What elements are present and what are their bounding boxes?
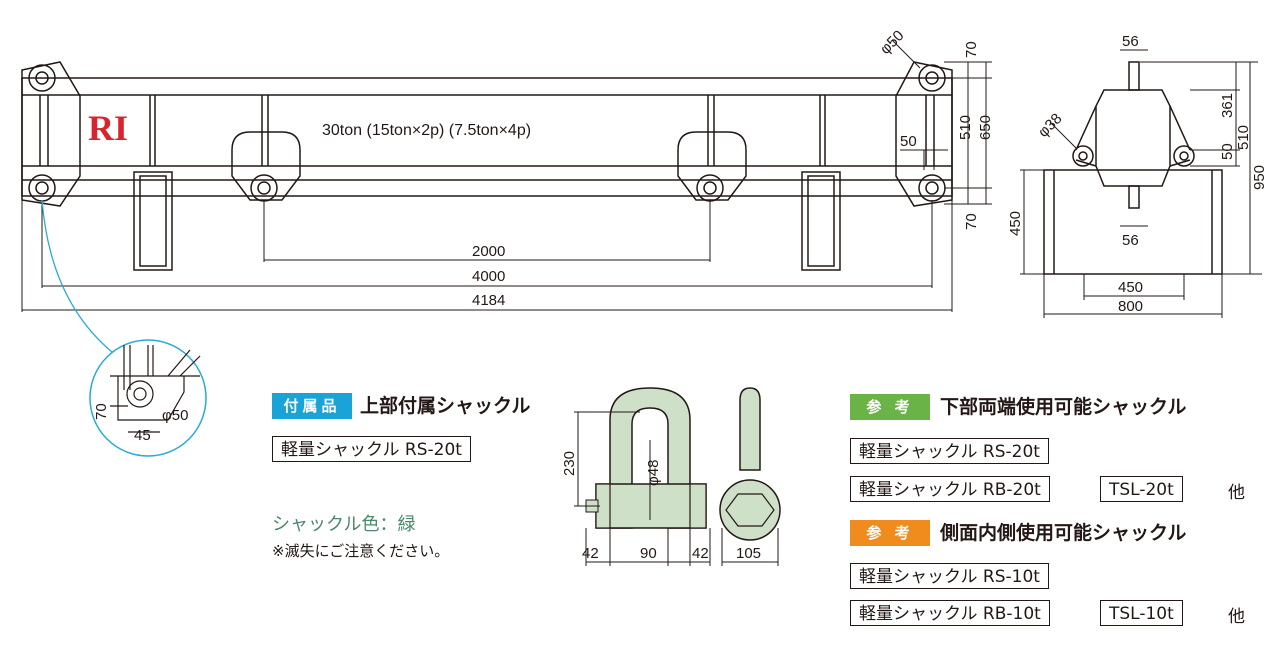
dim-650: 650: [977, 115, 994, 140]
shackle-color-note: シャックル色：緑: [272, 514, 416, 535]
accessory-item: 軽量シャックル RS-20t: [272, 436, 471, 462]
dim-105: 105: [736, 545, 761, 562]
dim-50-main: 50: [900, 133, 917, 150]
dim-phi48: φ48: [645, 460, 662, 486]
dim-42-right: 42: [692, 545, 709, 562]
ref-bottom-item-1: 軽量シャックル RS-20t: [850, 438, 1049, 464]
dim-4000: 4000: [472, 268, 505, 285]
ref-side-item-2: 軽量シャックル RB-10t: [850, 600, 1050, 626]
side-dimension-lines: [1020, 49, 1262, 318]
shackle-side-view: [719, 387, 781, 566]
dim-50-side: 50: [1219, 143, 1236, 160]
beam-main-view: [21, 61, 953, 271]
dim-90: 90: [640, 545, 657, 562]
ref-bottom-item-3: TSL-20t: [1100, 476, 1183, 502]
dim-42-left: 42: [582, 545, 599, 562]
ref-bottom-item-2: 軽量シャックル RB-20t: [850, 476, 1050, 502]
dim-361: 361: [1219, 93, 1236, 118]
dim-450-bottom: 450: [1118, 279, 1143, 296]
dim-45-detail: 45: [134, 427, 151, 444]
dim-70-top: 70: [963, 41, 980, 58]
dim-800: 800: [1118, 298, 1143, 315]
ref-bottom-tag: 参 考: [850, 394, 930, 420]
main-dimension-lines: [21, 39, 992, 312]
dim-70-detail: 70: [93, 403, 110, 420]
ref-side-heading: 側面内側使用可能シャックル: [940, 522, 1187, 544]
shackle-dimension-lines: [574, 411, 711, 566]
dim-2000: 2000: [472, 243, 505, 260]
side-view: [1043, 61, 1223, 275]
ref-side-other: 他: [1228, 607, 1245, 627]
dim-phi38: φ38: [1035, 110, 1066, 141]
dim-950: 950: [1251, 165, 1268, 190]
ri-logo: RI: [88, 108, 128, 148]
ref-side-tag: 参 考: [850, 520, 930, 546]
dim-phi50-detail: φ50: [162, 407, 188, 424]
dim-510-side: 510: [1235, 125, 1252, 150]
ref-bottom-heading: 下部両端使用可能シャックル: [940, 396, 1187, 418]
dim-56-bottom: 56: [1122, 232, 1139, 249]
loss-note: ※滅失にご注意ください。: [272, 542, 450, 560]
dim-56-top: 56: [1122, 33, 1139, 50]
capacity-label: 30ton (15ton×2p) (7.5ton×4p): [322, 122, 531, 139]
dim-510-main: 510: [957, 115, 974, 140]
dim-phi50-main: φ50: [877, 27, 908, 58]
dim-4184: 4184: [472, 292, 505, 309]
dim-450-left: 450: [1007, 211, 1024, 236]
dim-230: 230: [561, 451, 578, 476]
shackle-front-view: [585, 387, 707, 529]
ref-side-item-1: 軽量シャックル RS-10t: [850, 563, 1049, 589]
accessory-heading: 上部付属シャックル: [360, 395, 531, 417]
ref-side-item-3: TSL-10t: [1100, 600, 1183, 626]
dim-70-bottom: 70: [963, 213, 980, 230]
ref-bottom-other: 他: [1228, 483, 1245, 503]
detail-view: [41, 199, 207, 457]
accessory-tag: 付属品: [272, 393, 352, 419]
